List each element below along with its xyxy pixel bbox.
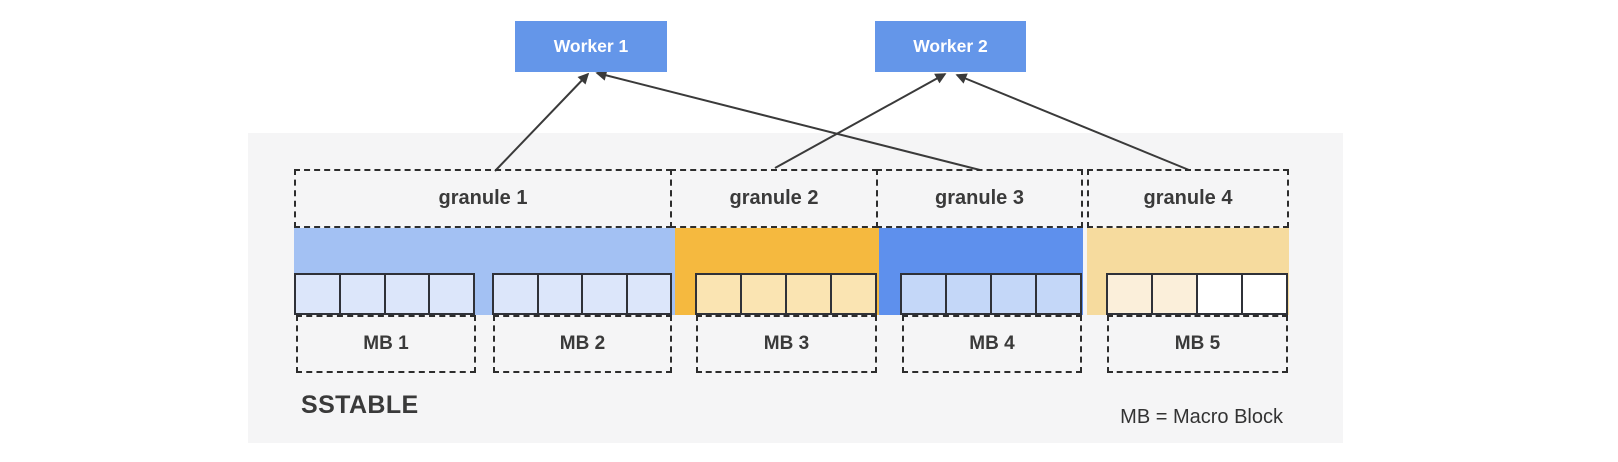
macro-block-cell xyxy=(296,275,339,313)
mb-1-label: MB 1 xyxy=(363,333,409,354)
mb-4-box: MB 4 xyxy=(902,315,1082,373)
macro-block-cell xyxy=(340,275,384,313)
macro-block-cell xyxy=(742,275,785,313)
mb-1-box: MB 1 xyxy=(296,315,476,373)
macro-block-cell xyxy=(1108,275,1151,313)
granule-3-label: granule 3 xyxy=(935,187,1024,209)
worker-2-label: Worker 2 xyxy=(913,36,988,56)
macro-block-cell xyxy=(697,275,740,313)
granule-4-box: granule 4 xyxy=(1087,169,1289,228)
macro-block-cell xyxy=(538,275,581,313)
macro-block-cell xyxy=(947,275,990,313)
macro-block-cell xyxy=(1037,275,1080,313)
macro-block-cell xyxy=(832,275,875,313)
granule-3-box: granule 3 xyxy=(876,169,1083,228)
mb-5-cells xyxy=(1106,273,1288,315)
granule-4-label: granule 4 xyxy=(1143,187,1233,209)
macro-block-cell xyxy=(494,275,537,313)
mb-4-cells xyxy=(900,273,1082,315)
mb-2-cells xyxy=(492,273,672,315)
worker-2-box: Worker 2 xyxy=(875,21,1026,72)
granule-2-label: granule 2 xyxy=(729,187,819,209)
mb-3-box: MB 3 xyxy=(696,315,877,373)
granule-1-label: granule 1 xyxy=(438,187,528,209)
mb-2-box: MB 2 xyxy=(493,315,672,373)
mb-2-label: MB 2 xyxy=(559,333,606,354)
mb-3-label: MB 3 xyxy=(763,333,810,354)
macro-block-cell xyxy=(992,275,1035,313)
granule-2-box: granule 2 xyxy=(670,169,878,228)
mb-4-label: MB 4 xyxy=(969,333,1015,354)
macro-block-cell xyxy=(583,275,626,313)
macro-block-cell xyxy=(627,275,670,313)
mb-1-cells xyxy=(294,273,475,315)
macro-block-cell xyxy=(385,275,429,313)
macro-block-cell xyxy=(902,275,945,313)
worker-1-label: Worker 1 xyxy=(553,36,629,56)
macro-block-cell xyxy=(787,275,830,313)
macro-block-cell xyxy=(1198,275,1241,313)
macro-block-cell xyxy=(430,275,473,313)
mb-legend: MB = Macro Block xyxy=(1120,406,1283,428)
mb-5-label: MB 5 xyxy=(1174,333,1221,354)
worker-1-box: Worker 1 xyxy=(515,21,667,72)
macro-block-cell xyxy=(1153,275,1196,313)
mb-5-box: MB 5 xyxy=(1107,315,1288,373)
sstable-title: SSTABLE xyxy=(301,391,419,419)
macro-block-cell xyxy=(1243,275,1286,313)
mb-3-cells xyxy=(695,273,877,315)
granule-1-box: granule 1 xyxy=(294,169,672,228)
